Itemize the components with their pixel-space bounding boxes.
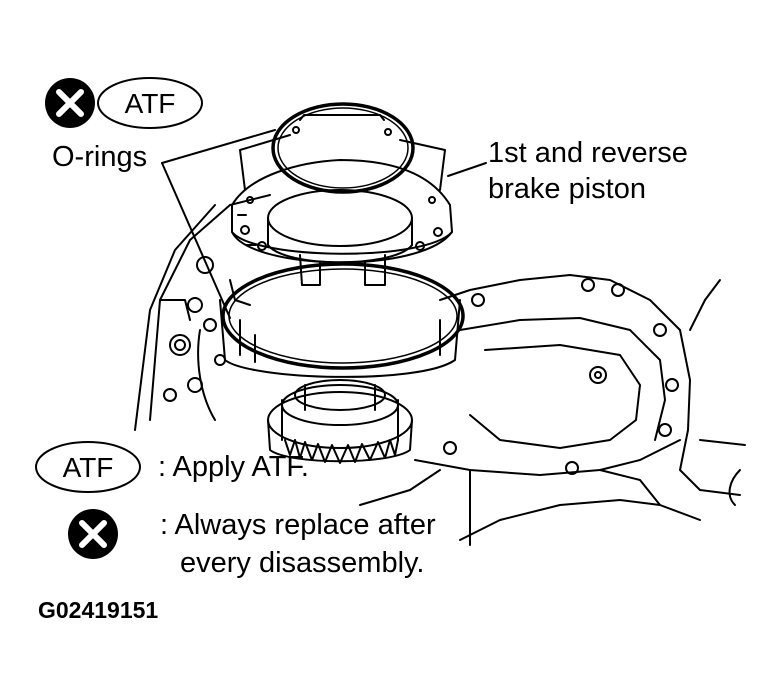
o-ring-outer — [221, 262, 465, 370]
legend-replace-text-line1: : Always replace after — [160, 509, 436, 541]
atf-pill-icon: ATF — [97, 77, 203, 129]
piston-label-line1: 1st and reverse — [488, 137, 688, 169]
figure-code: G02419151 — [38, 597, 159, 623]
legend-replace-x-icon — [68, 509, 118, 559]
brake-drum — [219, 299, 461, 378]
transmission-case — [134, 194, 746, 546]
legend-replace-text-line2: every disassembly. — [180, 547, 425, 579]
legend-atf-text: : Apply ATF. — [158, 451, 309, 483]
brake-piston — [231, 134, 453, 286]
legend-atf-badge-text: ATF — [63, 452, 114, 483]
o-rings-label: O-rings — [52, 141, 148, 173]
o-ring-inner — [271, 102, 415, 194]
legend-atf-pill-icon: ATF — [35, 441, 141, 493]
piston-label-line2: brake piston — [488, 173, 646, 205]
atf-badge-text: ATF — [125, 88, 176, 119]
replace-x-icon — [45, 78, 95, 128]
clutch-hub — [267, 379, 413, 464]
leader-lines — [161, 129, 487, 319]
